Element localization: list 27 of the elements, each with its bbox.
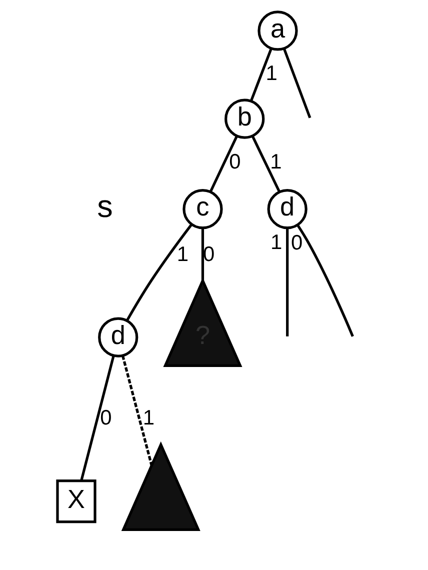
edge-label: 1 <box>142 406 154 430</box>
node-circle: d <box>98 317 138 358</box>
edge-label: 1 <box>270 150 282 174</box>
connector <box>286 228 288 336</box>
node-box: X <box>56 480 96 524</box>
connector <box>200 228 204 281</box>
node-circle: a <box>257 10 298 51</box>
node-circle: b <box>224 98 264 139</box>
edge-label: 1 <box>270 231 282 254</box>
connector <box>125 224 192 322</box>
connector <box>208 135 238 192</box>
node-triangle <box>120 441 200 531</box>
connector <box>80 355 114 482</box>
edge-label: 0 <box>290 232 302 255</box>
edge-label: 0 <box>202 242 214 266</box>
edge-label: 0 <box>228 150 240 174</box>
connector <box>249 48 272 102</box>
connector <box>120 355 152 466</box>
edge-label: 1 <box>265 62 277 86</box>
edge-label: 1 <box>176 242 188 266</box>
node-circle: d <box>266 189 307 230</box>
label: s <box>96 188 112 224</box>
node-circle: c <box>182 189 222 230</box>
connector <box>250 135 280 192</box>
connector <box>296 224 354 337</box>
connector <box>282 48 311 118</box>
edge-label: 0 <box>100 406 112 430</box>
